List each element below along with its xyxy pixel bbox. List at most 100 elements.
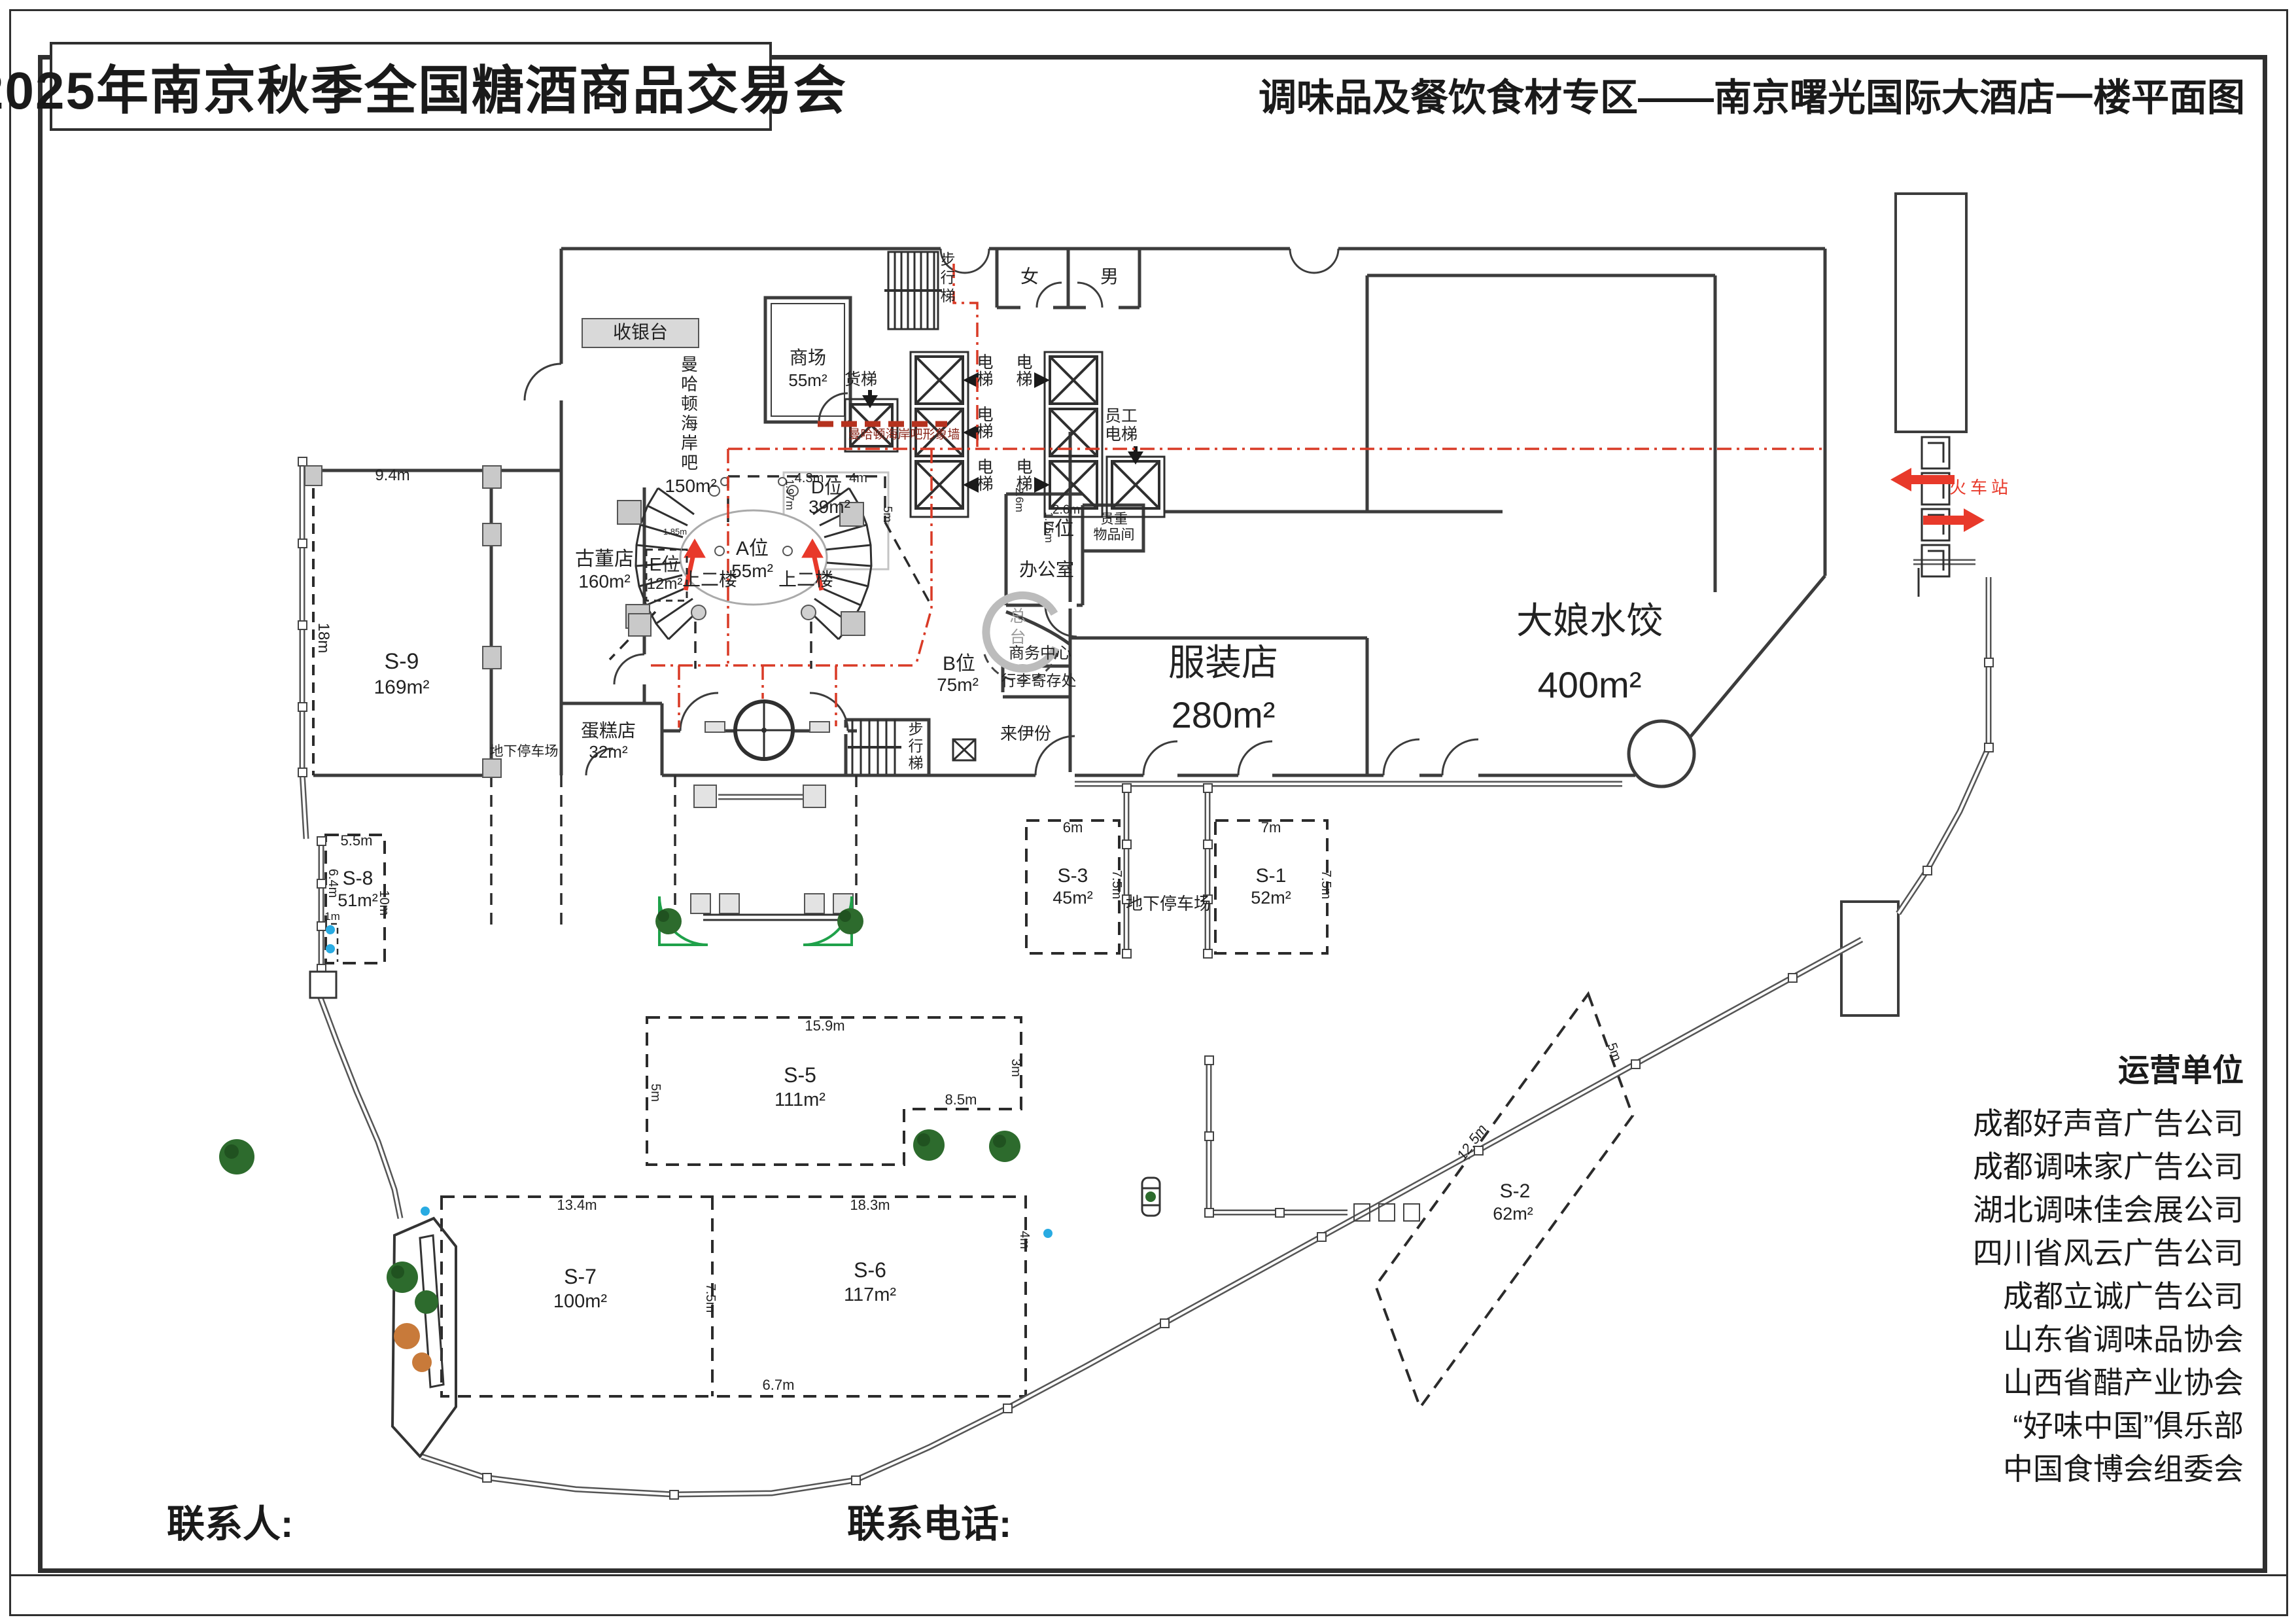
operators-title: 运营单位 <box>2117 1053 2244 1088</box>
label-stairs-top-1: 步 <box>941 251 956 268</box>
dim-s2-2: 5m <box>1605 1041 1624 1063</box>
booth-d-name: D位 <box>811 477 843 497</box>
dim-s5-2: 5m <box>648 1084 663 1102</box>
building-walls <box>313 192 1968 1017</box>
dim-d-1: 4.3m <box>795 471 824 485</box>
dim-d-4: 5m <box>881 506 894 522</box>
red-boundary-lines <box>651 264 1822 728</box>
dim-s9-height: 18m <box>315 623 332 654</box>
label-parking-mid: 地下停车场 <box>1126 894 1211 913</box>
booth-s3-name: S-3 <box>1058 865 1088 887</box>
booth-s6-area: 117m² <box>844 1284 896 1305</box>
spiral-stair-area <box>635 477 873 641</box>
label-manhattan-area: 150m² <box>665 476 716 496</box>
booth-a-area: 55m² <box>731 561 773 581</box>
dim-s3-1: 6m <box>1063 819 1083 836</box>
label-valuables-1: 贵重 <box>1100 512 1128 527</box>
label-parking-left: 地下停车场 <box>490 744 559 759</box>
booth-outlines <box>324 819 1635 1411</box>
label-upstairs-left: 上二楼 <box>682 569 737 590</box>
label-wc-female: 女 <box>1020 266 1039 287</box>
stairs-top <box>884 251 942 330</box>
contact-person-label: 联系人: <box>167 1503 294 1545</box>
operator-item: 中国食博会组委会 <box>2003 1452 2244 1486</box>
label-elev-l2b: 梯 <box>977 423 993 441</box>
column-circle <box>1627 719 1696 788</box>
label-valuables-2: 物品间 <box>1094 527 1135 542</box>
room-clothing-name: 服装店 <box>1168 642 1278 683</box>
dim-s8-4: 1m <box>324 910 340 923</box>
fence-joints <box>298 457 1994 1500</box>
side-gate <box>391 1216 457 1459</box>
label-wc-male: 男 <box>1100 266 1119 287</box>
operator-item: 山东省调味品协会 <box>2003 1322 2244 1356</box>
plan-frame <box>38 55 2267 1573</box>
booth-s7-name: S-7 <box>564 1265 597 1288</box>
dim-s7-1: 13.4m <box>557 1197 597 1213</box>
label-elev-r1a: 电 <box>1016 353 1032 372</box>
dim-office: 2.6m <box>1013 487 1026 512</box>
room-luggage: 行李寄存处 <box>1001 672 1077 689</box>
dim-s8-1: 5.5m <box>341 832 373 849</box>
label-stairs-top-2: 行 <box>941 269 956 286</box>
room-dumpling-name: 大娘水饺 <box>1516 600 1663 641</box>
operator-item: “好味中国”俱乐部 <box>2013 1409 2244 1443</box>
small-shaft-x <box>952 738 977 762</box>
booth-s2-area: 62m² <box>1493 1204 1533 1224</box>
room-office: 办公室 <box>1019 559 1074 580</box>
gate-box <box>309 970 338 999</box>
operator-item: 山西省醋产业协会 <box>2003 1366 2244 1400</box>
planter-right <box>803 896 853 946</box>
room-mall-name: 商场 <box>790 347 826 368</box>
operator-item: 成都调味家广告公司 <box>1973 1150 2244 1184</box>
small-shaft <box>952 738 977 762</box>
frame-bottom-line <box>9 1574 2286 1576</box>
room-antique-name: 古董店 <box>575 548 634 570</box>
page-title-text: 2025年南京秋季全国糖酒商品交易会 <box>0 62 847 120</box>
dim-s9-width: 9.4m <box>375 467 409 484</box>
label-staff-elev-2: 电梯 <box>1105 425 1138 444</box>
label-freight-elevator: 货梯 <box>844 370 877 389</box>
label-train-station: 火车站 <box>1949 478 2012 497</box>
booth-e-area: 12m² <box>647 575 683 593</box>
label-manhattan-4: 海 <box>681 414 698 433</box>
stair-nodes <box>691 477 816 620</box>
label-elev-l2a: 电 <box>977 406 993 424</box>
dim-e-1: 1.85m <box>663 527 687 537</box>
label-manhattan-6: 吧 <box>681 453 698 472</box>
room-laiyifen: 来伊份 <box>1000 724 1051 743</box>
dim-s5-4: 8.5m <box>945 1091 977 1108</box>
label-reception-1: 总 <box>1009 607 1026 626</box>
operators-list: 运营单位 成都好声音广告公司 成都调味家广告公司 湖北调味佳会展公司 四川省风云… <box>1973 1044 2244 1491</box>
booth-s8-name: S-8 <box>343 868 374 889</box>
dim-d-2: 4m <box>849 471 867 485</box>
dim-f-2: 1.75m <box>1043 512 1055 542</box>
booth-s9-area: 169m² <box>374 677 429 698</box>
exhibit-dashed-lines <box>312 470 933 962</box>
page-subtitle: 调味品及餐饮食材专区——南京曙光国际大酒店一楼平面图 <box>1258 77 2245 119</box>
booth-b-name: B位 <box>943 653 975 675</box>
spiral-stair-left <box>635 487 702 641</box>
booth-s7-area: 100m² <box>553 1291 608 1312</box>
page-outer-border <box>9 9 2288 1616</box>
operator-item: 成都好声音广告公司 <box>1973 1106 2244 1140</box>
dim-s7-2: 7.5m <box>703 1284 718 1313</box>
booth-e-name: E位 <box>650 554 680 574</box>
cashier-desk <box>582 318 699 348</box>
dim-s6-2: 4m <box>1017 1231 1032 1249</box>
booth-a-name: A位 <box>736 538 769 559</box>
label-elev-r2a: 电 <box>1016 458 1032 476</box>
dim-s5-1: 15.9m <box>805 1017 844 1034</box>
stairs-bottom <box>848 720 901 774</box>
train-station-arrows <box>1890 468 1985 532</box>
label-manhattan-5: 岸 <box>681 433 698 453</box>
contact-phone-label: 联系电话: <box>847 1503 1012 1545</box>
room-dumpling-area: 400m² <box>1538 664 1642 705</box>
label-elev-r2b: 梯 <box>1016 475 1032 493</box>
label-stairs-bottom-3: 梯 <box>909 754 924 771</box>
label-manhattan-2: 哈 <box>681 374 698 394</box>
dim-s5-3: 3m <box>1009 1059 1023 1077</box>
room-clothing-area: 280m² <box>1172 694 1276 735</box>
booth-s2-name: S-2 <box>1500 1180 1531 1202</box>
